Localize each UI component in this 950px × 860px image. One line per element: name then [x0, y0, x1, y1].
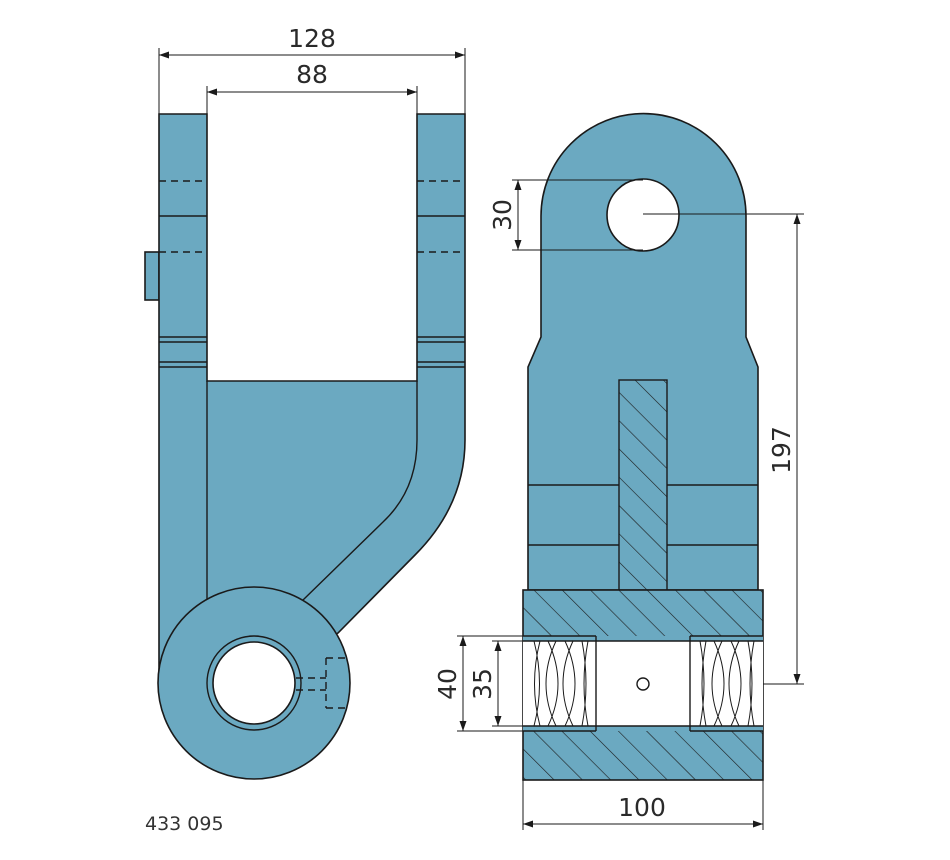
- fork-body: [158, 113, 466, 684]
- dim-100: 100: [618, 793, 666, 822]
- spring-left: [533, 640, 589, 727]
- bar-lines: [159, 180, 465, 368]
- spring-right: [699, 640, 755, 727]
- dim-40: 40: [433, 668, 462, 700]
- eye-plate: [527, 112, 759, 591]
- side-tab: [144, 251, 160, 301]
- dim-35: 35: [468, 668, 497, 700]
- part-number: 433 095: [145, 813, 224, 835]
- dim-88: 88: [296, 60, 328, 89]
- pin-hole: [636, 677, 650, 691]
- dim-128: 128: [288, 24, 336, 53]
- front-view: 30 197 40 35 100: [433, 112, 804, 830]
- dim-30: 30: [488, 199, 517, 231]
- eye-hole: [606, 178, 680, 252]
- eye-bore: [212, 641, 296, 725]
- side-view: 128 88: [144, 24, 466, 780]
- dim-197: 197: [767, 426, 796, 474]
- stem-section: [618, 379, 668, 591]
